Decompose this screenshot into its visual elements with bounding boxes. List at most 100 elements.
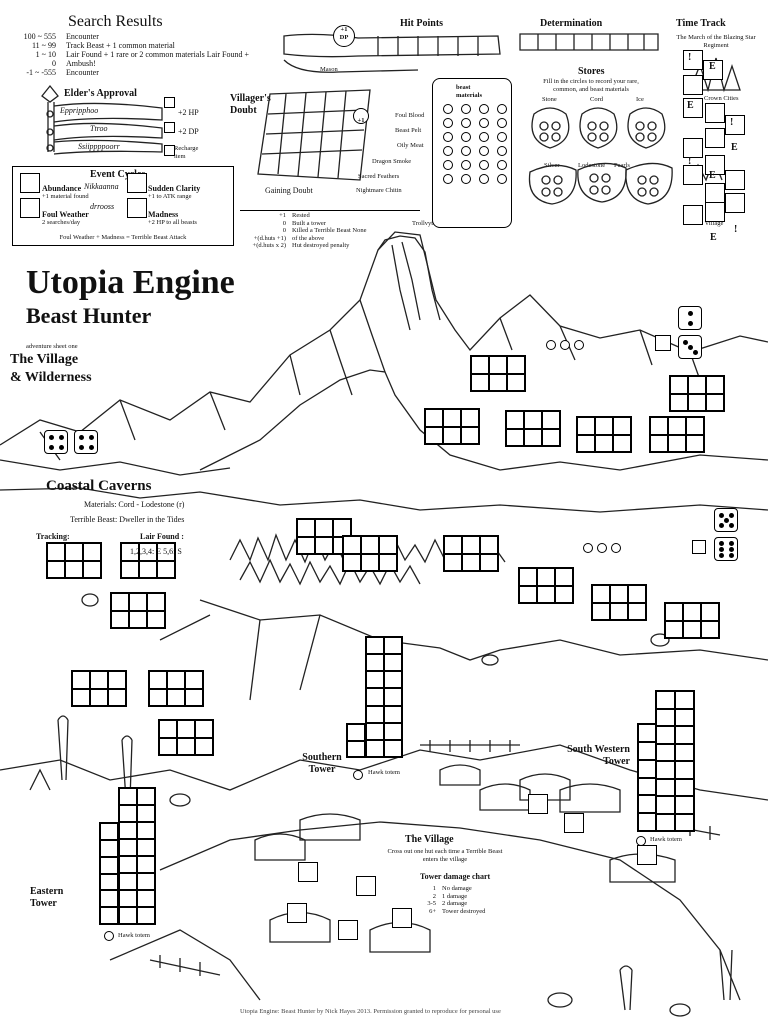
time-box[interactable] — [725, 115, 745, 135]
search-grid[interactable] — [71, 670, 127, 707]
material-circle[interactable] — [497, 132, 507, 142]
time-box[interactable] — [683, 50, 703, 70]
track-circle[interactable] — [546, 340, 556, 350]
material-circle[interactable] — [443, 174, 453, 184]
track-circle[interactable] — [611, 543, 621, 553]
southwestern-tower-grid[interactable] — [655, 690, 695, 832]
time-box[interactable] — [705, 155, 725, 175]
material-circle[interactable] — [443, 118, 453, 128]
material-circle[interactable] — [479, 146, 489, 156]
store-label: Ice — [636, 96, 644, 103]
material-circle[interactable] — [497, 118, 507, 128]
time-mark: E — [731, 142, 738, 153]
search-grid[interactable] — [505, 410, 561, 447]
time-box[interactable] — [683, 98, 703, 118]
hawk-totem-circle[interactable] — [353, 770, 363, 780]
southwestern-tower-base[interactable] — [637, 723, 657, 832]
search-grid[interactable] — [110, 592, 166, 629]
hut-box[interactable] — [528, 794, 548, 814]
track-circle[interactable] — [583, 543, 593, 553]
southern-tower-title: Southern Tower — [302, 752, 342, 775]
material-circle[interactable] — [461, 160, 471, 170]
hut-box[interactable] — [356, 876, 376, 896]
search-grid[interactable] — [148, 670, 204, 707]
eastern-tower-base[interactable] — [99, 822, 119, 925]
search-grid[interactable] — [424, 408, 480, 445]
search-grid[interactable] — [649, 416, 705, 453]
material-circle[interactable] — [479, 104, 489, 114]
hut-box[interactable] — [392, 908, 412, 928]
material-circle[interactable] — [461, 174, 471, 184]
material-circle[interactable] — [443, 160, 453, 170]
search-grid[interactable] — [158, 719, 214, 756]
time-box[interactable] — [705, 103, 725, 123]
tracking-grid[interactable] — [46, 542, 102, 579]
die-five-icon — [714, 508, 738, 532]
material-circle[interactable] — [479, 132, 489, 142]
search-grid[interactable] — [443, 535, 499, 572]
time-box[interactable] — [683, 138, 703, 158]
eastern-tower-grid[interactable] — [118, 787, 156, 925]
search-grid[interactable] — [342, 535, 398, 572]
elder-checkbox[interactable] — [164, 145, 175, 156]
lair-grid[interactable] — [120, 542, 176, 579]
time-box[interactable] — [705, 128, 725, 148]
gaining-doubt-label: Gaining Doubt — [265, 186, 313, 195]
southern-tower-grid[interactable] — [365, 636, 403, 758]
search-grid[interactable] — [591, 584, 647, 621]
material-circle[interactable] — [461, 146, 471, 156]
time-box[interactable] — [705, 183, 725, 203]
hut-box[interactable] — [287, 903, 307, 923]
search-grid[interactable] — [664, 602, 720, 639]
track-box[interactable] — [655, 335, 671, 351]
material-circle[interactable] — [497, 104, 507, 114]
material-circle[interactable] — [461, 118, 471, 128]
track-circle[interactable] — [560, 340, 570, 350]
hut-box[interactable] — [338, 920, 358, 940]
track-circle[interactable] — [597, 543, 607, 553]
search-grid[interactable] — [518, 567, 574, 604]
event-box[interactable] — [127, 173, 147, 193]
doubt-text: Killed a Terrible Beast None — [292, 227, 367, 234]
time-box[interactable] — [683, 165, 703, 185]
time-box[interactable] — [683, 75, 703, 95]
hut-box[interactable] — [637, 845, 657, 865]
material-circle[interactable] — [461, 104, 471, 114]
elder-checkbox[interactable] — [164, 97, 175, 108]
time-track-village: The Village — [693, 220, 724, 227]
track-circle[interactable] — [574, 340, 584, 350]
time-box[interactable] — [705, 202, 725, 222]
material-circle[interactable] — [479, 160, 489, 170]
material-circle[interactable] — [479, 174, 489, 184]
time-box[interactable] — [725, 170, 745, 190]
material-circle[interactable] — [443, 132, 453, 142]
search-grid[interactable] — [470, 355, 526, 392]
event-box[interactable] — [20, 198, 40, 218]
hut-box[interactable] — [298, 862, 318, 882]
event-footer: Foul Weather + Madness = Terrible Beast … — [59, 234, 187, 241]
material-circle[interactable] — [443, 104, 453, 114]
material-circle[interactable] — [461, 132, 471, 142]
event-box[interactable] — [127, 198, 147, 218]
tracking-label: Tracking: — [36, 532, 70, 541]
search-grid[interactable] — [669, 375, 725, 412]
time-box[interactable] — [703, 60, 723, 80]
material-circle[interactable] — [479, 118, 489, 128]
track-box[interactable] — [692, 540, 706, 554]
material-circle[interactable] — [497, 146, 507, 156]
event-box[interactable] — [20, 173, 40, 193]
time-box[interactable] — [725, 193, 745, 213]
material-circle[interactable] — [497, 160, 507, 170]
hawk-totem-circle[interactable] — [104, 931, 114, 941]
southern-tower-base[interactable] — [346, 723, 366, 758]
elder-checkbox[interactable] — [164, 122, 175, 133]
time-box[interactable] — [683, 205, 703, 225]
material-circle[interactable] — [443, 146, 453, 156]
search-grid[interactable] — [576, 416, 632, 453]
damage-roll: 3-5 — [427, 900, 436, 907]
hut-box[interactable] — [564, 813, 584, 833]
doubt-value: 0 — [282, 227, 286, 234]
material-circle[interactable] — [497, 174, 507, 184]
elder-reward: Recharge item — [174, 145, 199, 160]
damage-roll: 6+ — [429, 907, 436, 915]
